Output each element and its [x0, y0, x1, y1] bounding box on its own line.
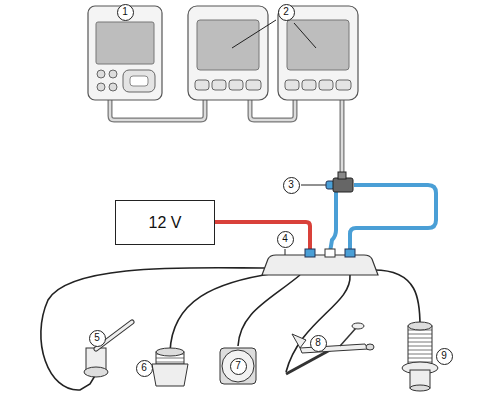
wind-vane — [286, 323, 374, 374]
node-text: 12 V — [149, 214, 182, 232]
callout-number: 7 — [230, 358, 247, 375]
through-hull-transducer — [402, 322, 438, 391]
callout-number: 6 — [136, 360, 153, 377]
seatalk-cables — [110, 100, 342, 178]
round-sensor — [220, 348, 256, 384]
callout-number: 9 — [436, 348, 453, 365]
t-connector — [326, 172, 353, 192]
power-cable — [215, 222, 310, 252]
callout-number: 5 — [89, 330, 106, 347]
paddle-sensor — [84, 322, 132, 377]
power-supply-box: 12 V — [115, 200, 215, 245]
callout-number: 2 — [278, 4, 295, 21]
callout-number: 8 — [310, 335, 327, 352]
instrument-displays — [188, 6, 358, 100]
depth-transducer — [152, 348, 188, 386]
backbone-cables — [330, 185, 436, 252]
sensor-cables — [41, 268, 420, 390]
callout-number: 1 — [117, 4, 134, 21]
junction-hub — [262, 249, 378, 275]
callout-number: 4 — [277, 231, 294, 248]
callout-number: 3 — [283, 177, 300, 194]
